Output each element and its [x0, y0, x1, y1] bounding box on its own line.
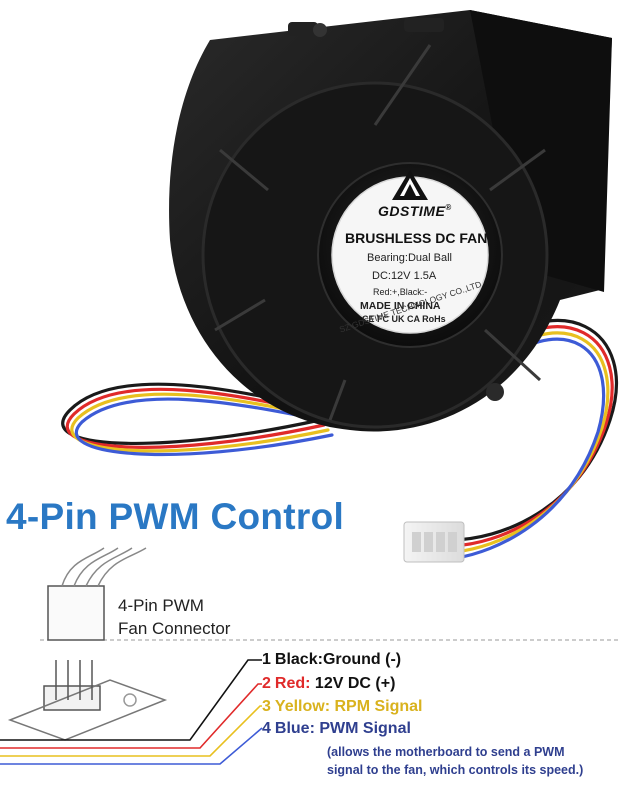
pwm-note-line2: signal to the fan, which controls its sp…: [327, 763, 584, 777]
fan-label-certs: CE FC UK CA RoHs: [362, 314, 446, 324]
pwm-note-line1: (allows the motherboard to send a PWM: [327, 745, 565, 759]
fan-label-title: BRUSHLESS DC FAN: [345, 230, 488, 246]
fan-label-rating: DC:12V 1.5A: [372, 270, 437, 282]
connector-drawing: [7, 547, 620, 741]
fan-housing: [169, 10, 613, 432]
fan-label-brand: GDSTIME®: [378, 203, 452, 219]
fan-label-origin: MADE IN CHINA: [360, 300, 441, 312]
gdstime-logo-icon: [392, 170, 428, 200]
fan-label-bearing: Bearing:Dual Ball: [367, 252, 452, 264]
connector-label-line1: 4-Pin PWM: [118, 596, 204, 615]
fan-plug-connector: [403, 521, 465, 563]
fan-label-wires: Red:+,Black:-: [373, 287, 428, 297]
diagram-headline: 4-Pin PWM Control: [6, 496, 345, 537]
connector-label-line2: Fan Connector: [118, 619, 231, 638]
pinout-lines: [0, 659, 263, 765]
